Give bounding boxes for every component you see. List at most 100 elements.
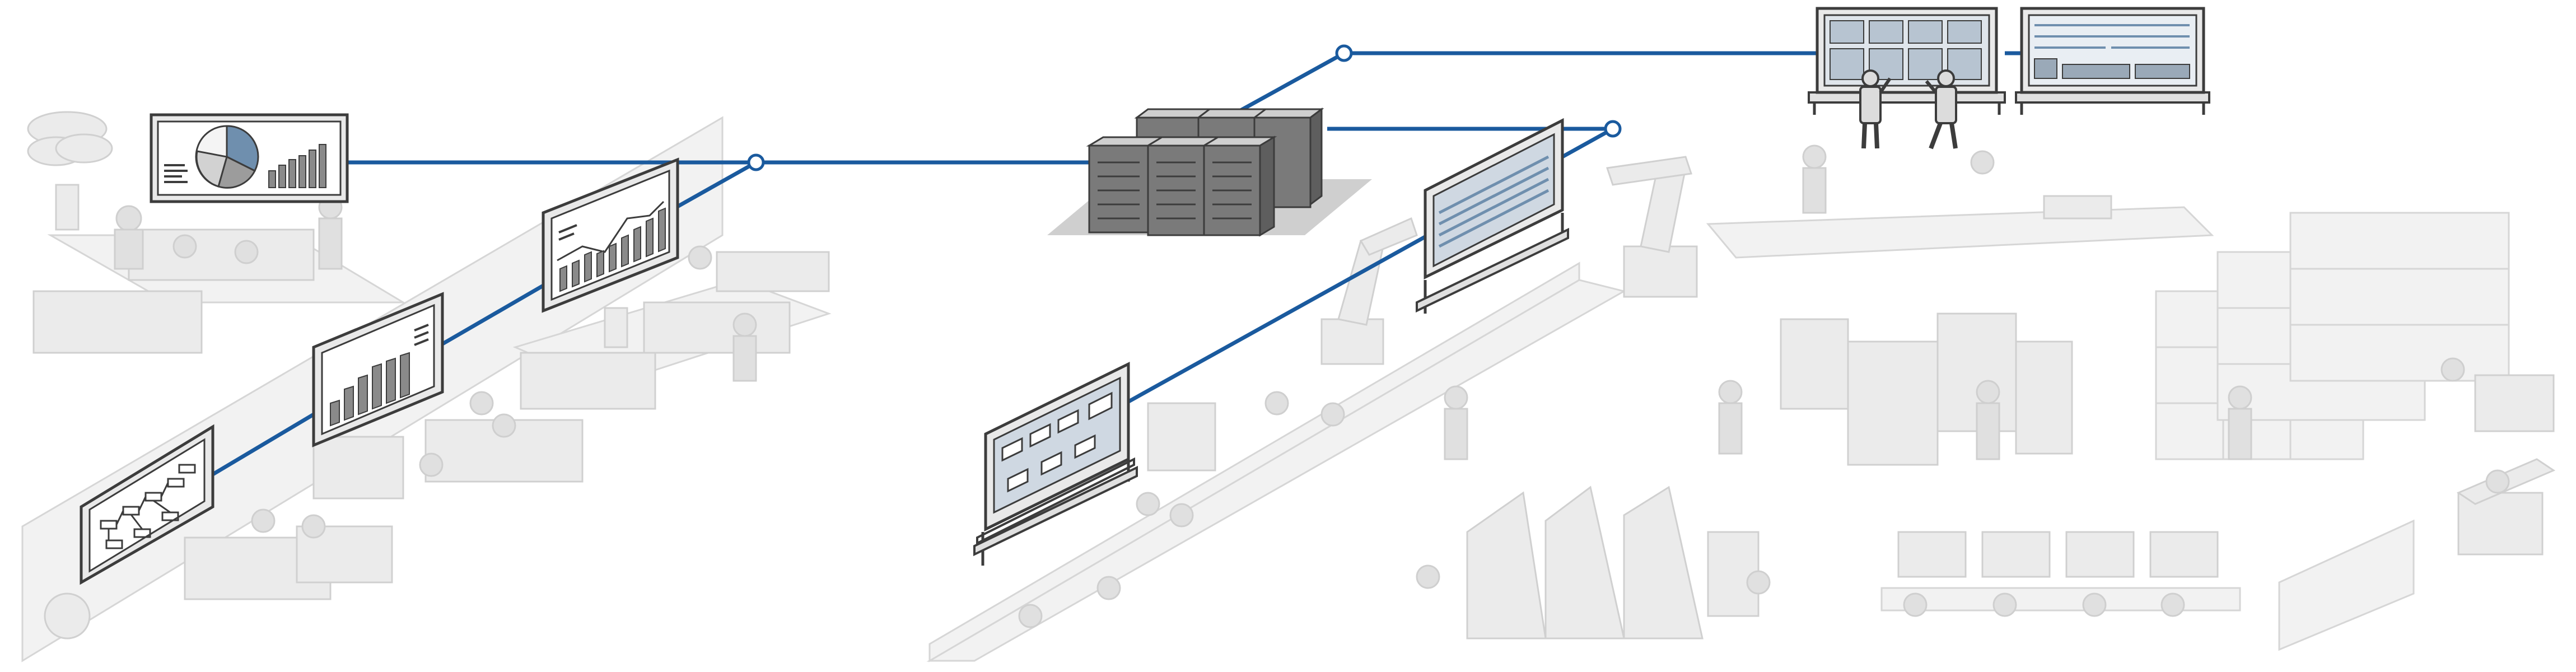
link-node-chart-screen bbox=[665, 160, 757, 215]
person-body bbox=[1444, 408, 1468, 460]
person-icon bbox=[1859, 69, 1892, 149]
machine-block bbox=[1847, 340, 1939, 466]
machine-block bbox=[1147, 402, 1216, 472]
link-bar-flow bbox=[209, 412, 315, 478]
person-icon bbox=[732, 312, 757, 337]
person-icon bbox=[234, 240, 259, 264]
person-icon bbox=[419, 452, 444, 477]
server-rack-icon bbox=[1201, 136, 1277, 237]
person-icon bbox=[251, 508, 276, 533]
monitoring-board bbox=[1416, 118, 1569, 314]
production-line-area bbox=[926, 144, 2214, 662]
pallet-stack bbox=[2278, 519, 2415, 651]
press-machine bbox=[1544, 486, 1625, 640]
monitor bbox=[1981, 531, 2051, 578]
meeting-table bbox=[128, 228, 315, 281]
data-rows bbox=[1438, 155, 1550, 248]
filing-cabinet bbox=[312, 436, 404, 500]
person-icon bbox=[469, 391, 494, 416]
link-node-monitor bbox=[1561, 127, 1614, 159]
link-server-control-room bbox=[1236, 51, 1820, 114]
factory-robot-icon bbox=[1606, 156, 1698, 298]
press-machine bbox=[1623, 486, 1704, 640]
server-rack-icon bbox=[1252, 108, 1324, 208]
potted-plant bbox=[44, 592, 91, 640]
machine-block bbox=[1780, 318, 1849, 410]
warehouse-area bbox=[2155, 212, 2556, 651]
network-links bbox=[209, 44, 2022, 478]
network-node bbox=[1604, 120, 1622, 138]
monitor bbox=[2065, 531, 2135, 578]
board-base bbox=[2015, 91, 2210, 104]
person-icon bbox=[2228, 385, 2252, 410]
legend-lines bbox=[164, 164, 188, 183]
person-body bbox=[114, 228, 144, 270]
bar-chart bbox=[268, 144, 326, 188]
flow-diagram bbox=[100, 464, 196, 549]
person-icon bbox=[1264, 391, 1289, 416]
person-icon bbox=[1169, 503, 1194, 528]
desk bbox=[520, 352, 656, 410]
person-icon bbox=[1096, 576, 1121, 600]
person-icon bbox=[1802, 144, 1827, 169]
pie-slice bbox=[217, 155, 256, 189]
person-icon bbox=[172, 234, 197, 259]
conveyor-edge bbox=[928, 262, 1580, 662]
cart bbox=[2474, 374, 2555, 432]
person-body bbox=[1802, 167, 1827, 214]
control-desk bbox=[1880, 587, 2241, 612]
person-icon bbox=[1320, 402, 1345, 427]
line-series bbox=[557, 200, 665, 262]
control-room bbox=[1808, 7, 2210, 150]
person-icon bbox=[1992, 592, 2017, 617]
desk bbox=[716, 251, 830, 292]
person-icon bbox=[2160, 592, 2185, 617]
press-machine bbox=[1466, 491, 1547, 640]
board-base bbox=[1808, 91, 2006, 104]
person-icon bbox=[1976, 380, 2000, 404]
pie-chart bbox=[195, 125, 259, 189]
person-body bbox=[2228, 408, 2252, 460]
machine-block bbox=[2015, 340, 2073, 455]
sofa bbox=[32, 290, 203, 354]
bar-chart bbox=[559, 207, 666, 292]
dashboard-screen-icon bbox=[80, 424, 214, 585]
person-icon bbox=[1444, 385, 1468, 410]
person-icon bbox=[2082, 592, 2107, 617]
dashboard-screen-icon bbox=[150, 113, 349, 203]
pie-slice bbox=[226, 125, 259, 172]
dashboard-screen-icon bbox=[2020, 7, 2205, 94]
monitor bbox=[2149, 531, 2219, 578]
network-node bbox=[1335, 44, 1353, 62]
desk bbox=[643, 301, 791, 354]
person-icon bbox=[1718, 380, 1743, 404]
conveyor-belt bbox=[1706, 206, 2214, 259]
person-icon bbox=[1903, 592, 1928, 617]
link-monitor-process-board bbox=[1124, 233, 1429, 405]
person-icon bbox=[2440, 357, 2465, 382]
person-icon bbox=[1746, 570, 1771, 595]
server-cluster bbox=[1047, 108, 1372, 237]
person-body bbox=[732, 335, 757, 382]
machine-block bbox=[2043, 195, 2112, 220]
person-icon bbox=[1416, 564, 1440, 589]
person-body bbox=[1718, 402, 1743, 455]
pie-slice bbox=[195, 150, 228, 188]
person-icon bbox=[688, 245, 712, 270]
bar-chart bbox=[330, 352, 410, 427]
person-icon bbox=[1925, 69, 1958, 150]
dashboard-screen-icon bbox=[542, 157, 679, 313]
flow-diagram bbox=[1001, 391, 1113, 493]
person-icon bbox=[1970, 150, 1995, 175]
person-icon bbox=[1018, 604, 1043, 628]
potted-plant bbox=[604, 307, 628, 348]
link-chart-bar bbox=[436, 283, 544, 349]
palm-plant-icon bbox=[27, 111, 113, 231]
factory-robot-icon bbox=[1320, 217, 1418, 365]
network-node bbox=[747, 153, 765, 171]
dashboard-screen-icon bbox=[312, 292, 444, 447]
person-icon bbox=[492, 413, 516, 438]
person-body bbox=[318, 217, 343, 270]
warehouse-shelf-icon bbox=[2289, 212, 2510, 382]
